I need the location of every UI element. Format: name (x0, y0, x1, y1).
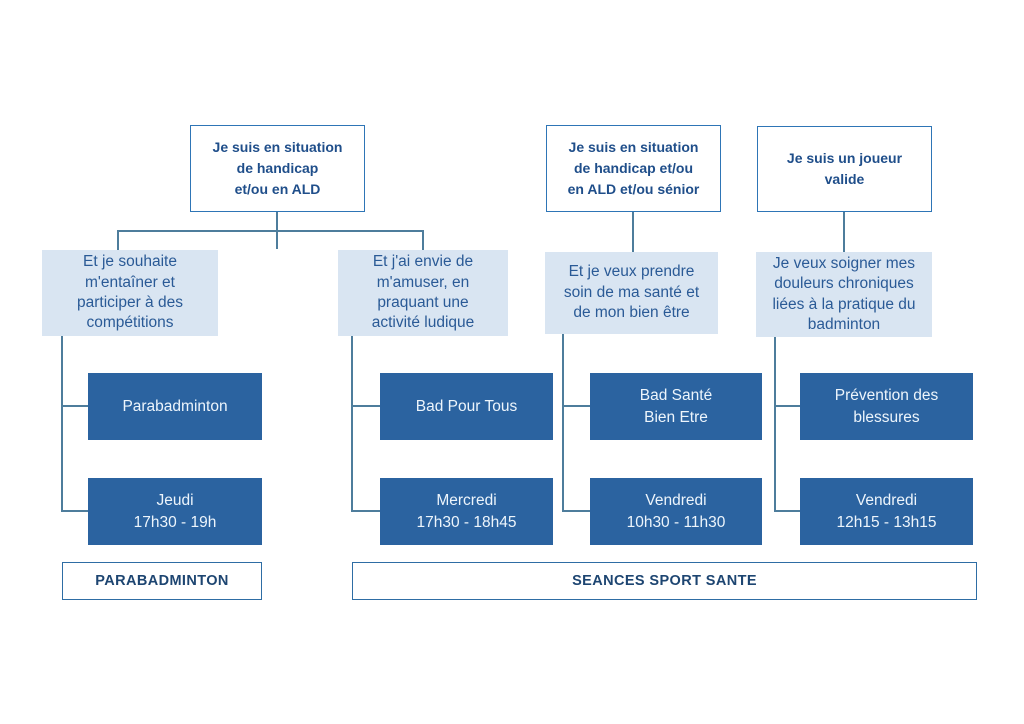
connector-branch4-program-stub (776, 405, 800, 407)
connector-profile3-stem (843, 212, 845, 253)
connector-branch1-program-stub (63, 405, 88, 407)
program-box-bad-sante-bien-etre: Bad Santé Bien Etre (590, 373, 762, 440)
connector-branch1-schedule-stub (63, 510, 88, 512)
profile-box-handicap-ald: Je suis en situation de handicap et/ou e… (190, 125, 365, 212)
connector-branch2-schedule-stub (353, 510, 380, 512)
connector-profile1-drop-left (117, 230, 119, 251)
schedule-box-parabadminton: Jeudi 17h30 - 19h (88, 478, 262, 545)
connector-branch4-schedule-stub (776, 510, 800, 512)
schedule-box-bad-pour-tous: Mercredi 17h30 - 18h45 (380, 478, 553, 545)
profile-box-handicap-ald-senior: Je suis en situation de handicap et/ou e… (546, 125, 721, 212)
category-box-seances-sport-sante: SEANCES SPORT SANTE (352, 562, 977, 600)
program-box-parabadminton: Parabadminton (88, 373, 262, 440)
schedule-box-prevention-blessures: Vendredi 12h15 - 13h15 (800, 478, 973, 545)
category-box-parabadminton: PARABADMINTON (62, 562, 262, 600)
connector-branch4-rail (774, 337, 776, 512)
motivation-box-sante: Et je veux prendre soin de ma santé et d… (545, 252, 718, 334)
connector-branch3-schedule-stub (564, 510, 590, 512)
motivation-box-douleurs: Je veux soigner mes douleurs chroniques … (756, 252, 932, 337)
motivation-box-loisir: Et j'ai envie de m'amuser, en praquant u… (338, 250, 508, 336)
connector-branch3-program-stub (564, 405, 590, 407)
connector-profile1-drop-right (422, 230, 424, 251)
profile-box-joueur-valide: Je suis un joueur valide (757, 126, 932, 212)
connector-branch3-rail (562, 334, 564, 512)
connector-profile2-stem (632, 212, 634, 253)
connector-branch2-program-stub (353, 405, 380, 407)
motivation-box-competition: Et je souhaite m'entaîner et participer … (42, 250, 218, 336)
connector-branch1-rail (61, 336, 63, 512)
connector-profile1-horizontal (117, 230, 424, 232)
program-box-bad-pour-tous: Bad Pour Tous (380, 373, 553, 440)
schedule-box-bad-sante-bien-etre: Vendredi 10h30 - 11h30 (590, 478, 762, 545)
program-box-prevention-blessures: Prévention des blessures (800, 373, 973, 440)
connector-branch2-rail (351, 336, 353, 512)
